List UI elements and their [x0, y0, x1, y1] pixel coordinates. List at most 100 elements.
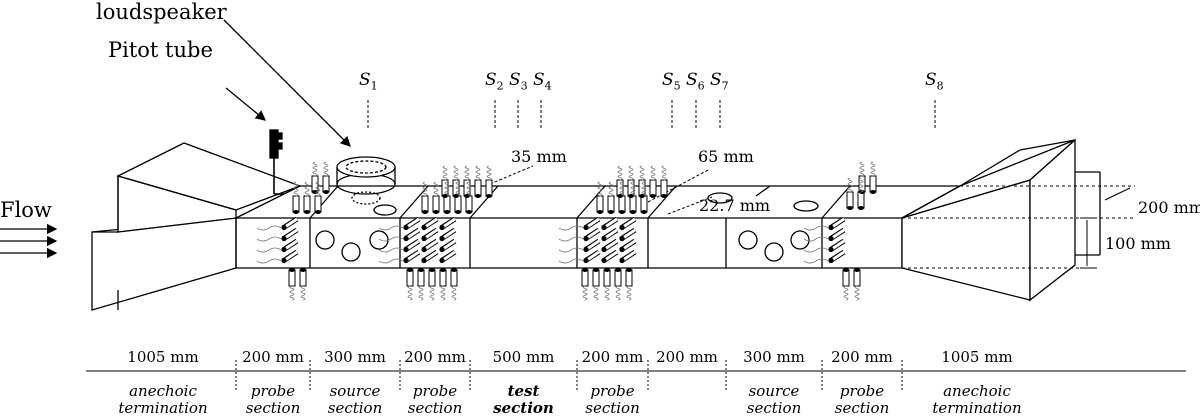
probe-wire — [582, 285, 588, 301]
probe-wire — [378, 258, 404, 264]
spacing-annotations — [489, 165, 713, 215]
microphone-probe — [432, 195, 440, 214]
microphone-probe — [281, 216, 299, 231]
microphone-probe — [660, 179, 668, 198]
probe-wire — [558, 236, 584, 242]
microphone-probe — [629, 195, 637, 214]
microphone-probe — [583, 249, 601, 264]
microphone-probe — [853, 268, 861, 287]
microphone-probe — [619, 216, 637, 231]
segment-length: 1005 mm — [941, 348, 1013, 366]
probe-wire — [870, 161, 876, 177]
microphone-probe — [583, 227, 601, 242]
probe-wire — [304, 181, 310, 197]
microphone-probe — [846, 191, 854, 210]
microphone-probe — [303, 195, 311, 214]
microphone-probe — [281, 238, 299, 253]
probe-wire — [300, 285, 306, 301]
probe-wire — [433, 181, 439, 197]
probe-wire — [422, 181, 428, 197]
sensor-label-s2: S2 — [485, 70, 504, 93]
pitot-pointer — [225, 87, 267, 121]
pitot-tube — [269, 129, 284, 195]
segment-length: 200 mm — [404, 348, 466, 366]
sensor-label-s5: S5 — [662, 70, 681, 93]
microphone-probe — [619, 227, 637, 242]
microphone-probe — [619, 238, 637, 253]
microphone-probe — [828, 216, 846, 231]
microphone-probe — [421, 227, 439, 242]
microphone-probe — [288, 268, 296, 287]
segment-length: 200 mm — [831, 348, 893, 366]
probe-wire — [641, 181, 647, 197]
flow-label: Flow — [0, 198, 52, 222]
probe-wire — [440, 285, 446, 301]
probe-wire — [615, 285, 621, 301]
microphone-probe — [583, 216, 601, 231]
microphone-probe — [421, 216, 439, 231]
probe-wire — [608, 181, 614, 197]
loudspeaker-label: loudspeaker — [96, 0, 227, 24]
microphone-probe — [443, 195, 451, 214]
microphone-probe — [421, 249, 439, 264]
probe-wire — [451, 285, 457, 301]
probe-wire — [803, 247, 829, 253]
microphone-probe — [607, 195, 615, 214]
source-holes — [315, 192, 819, 262]
microphone-probe — [421, 195, 429, 214]
microphone-probe — [581, 268, 589, 287]
probe-wire — [256, 225, 282, 231]
segment-length: 200 mm — [656, 348, 718, 366]
microphone-probe — [421, 238, 439, 253]
probe-wire — [407, 285, 413, 301]
height-200-label: 200 mm — [1138, 198, 1200, 217]
microphone-probe — [292, 195, 300, 214]
microphone-probe — [618, 195, 626, 214]
probe-wires — [256, 161, 876, 301]
microphone-probe — [439, 216, 457, 231]
microphone-probe — [601, 249, 619, 264]
probe-wire — [429, 285, 435, 301]
spacing-22-7-label: 22.7 mm — [699, 196, 771, 215]
right-anechoic-termination — [901, 138, 1101, 302]
probe-wire — [256, 247, 282, 253]
microphone-probe — [465, 195, 473, 214]
microphone-probe — [592, 268, 600, 287]
probe-wire — [312, 161, 318, 177]
probe-wire — [256, 258, 282, 264]
probe-wire — [378, 236, 404, 242]
sensor-label-s6: S6 — [686, 70, 705, 93]
microphone-probe — [601, 227, 619, 242]
microphone-probe — [842, 268, 850, 287]
segment-length: 1005 mm — [127, 348, 199, 366]
probe-wire — [843, 285, 849, 301]
segment-length: 200 mm — [581, 348, 644, 366]
microphone-probe — [583, 238, 601, 253]
microphone-probe — [603, 268, 611, 287]
sensor-label-s8: S8 — [925, 70, 944, 93]
microphone-probe — [439, 249, 457, 264]
left-anechoic-termination — [91, 142, 302, 311]
microphone-probe — [828, 227, 846, 242]
probe-wire — [558, 258, 584, 264]
probe-wire — [661, 165, 667, 181]
probe-wire — [378, 225, 404, 231]
microphone-probe — [601, 216, 619, 231]
probe-wire — [475, 165, 481, 181]
microphone-probe — [614, 268, 622, 287]
probe-wire — [858, 177, 864, 193]
loudspeaker-pointer — [223, 19, 351, 147]
microphone-probe — [485, 179, 493, 198]
probe-wire — [323, 161, 329, 177]
microphone-probe — [454, 195, 462, 214]
probe-wire — [444, 181, 450, 197]
probe-wire — [628, 165, 634, 181]
microphone-probe — [417, 268, 425, 287]
probe-wire — [378, 247, 404, 253]
sensor-label-s3: S3 — [509, 70, 528, 93]
height-dimension — [902, 185, 1135, 269]
loudspeaker — [336, 156, 396, 205]
